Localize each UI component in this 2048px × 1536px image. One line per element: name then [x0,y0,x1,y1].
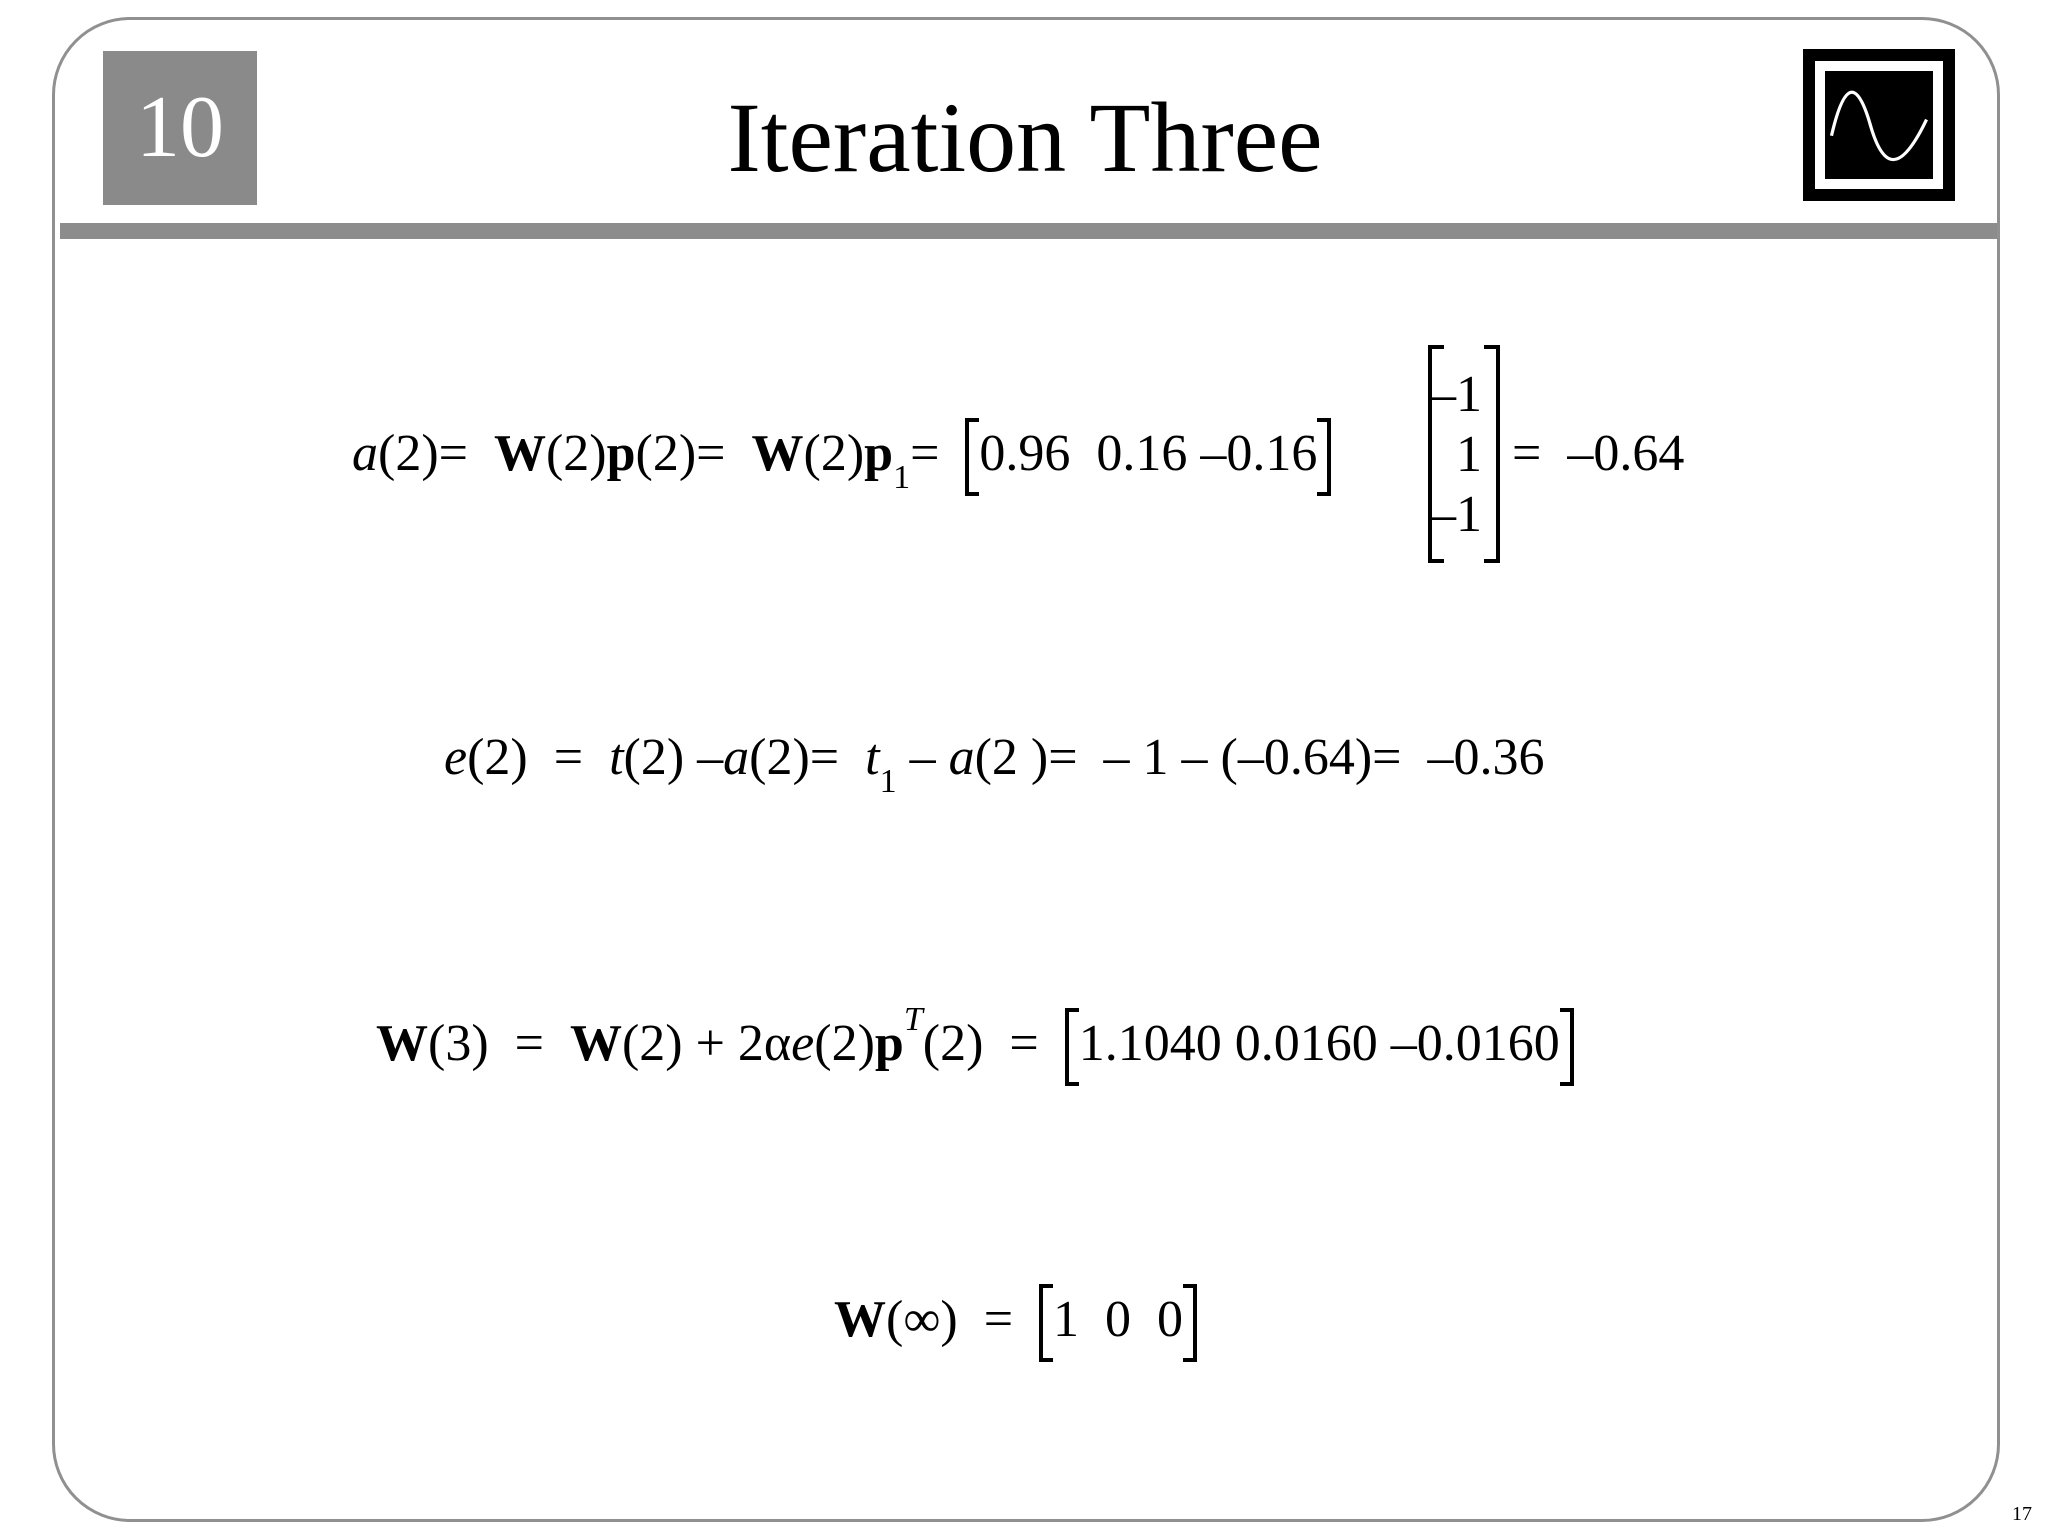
w3-row-matrix: 1.1040 0.0160 –0.0160 [1064,1008,1574,1086]
w-infinity-row-matrix: 1 0 0 [1039,1284,1198,1362]
slide-frame [52,17,2000,1522]
equation-a2-result: = –0.64 [1512,425,1685,482]
input-column-matrix: –1 1 –1 [1428,345,1500,563]
equation-e2: e(2) = t(2) –a(2)= t1 – a(2 )= – 1 – (–0… [444,729,1545,800]
page-number: 17 [2012,1503,2032,1525]
header-rule [60,223,1997,239]
slide-title: Iteration Three [727,82,1323,193]
weight-row-matrix: 0.96 0.16 –0.16 [965,418,1332,496]
equation-w-infinity: W(∞) = 1 0 0 [834,1284,1198,1362]
chapter-number-badge: 10 [103,51,257,205]
equation-a2: a(2)= W(2)p(2)= W(2)p1= 0.96 0.16 –0.16 [352,418,1332,496]
equation-w3: W(3) = W(2) + 2αe(2)pT(2) = 1.1040 0.016… [376,1001,1574,1086]
sine-wave-icon [1803,49,1955,201]
